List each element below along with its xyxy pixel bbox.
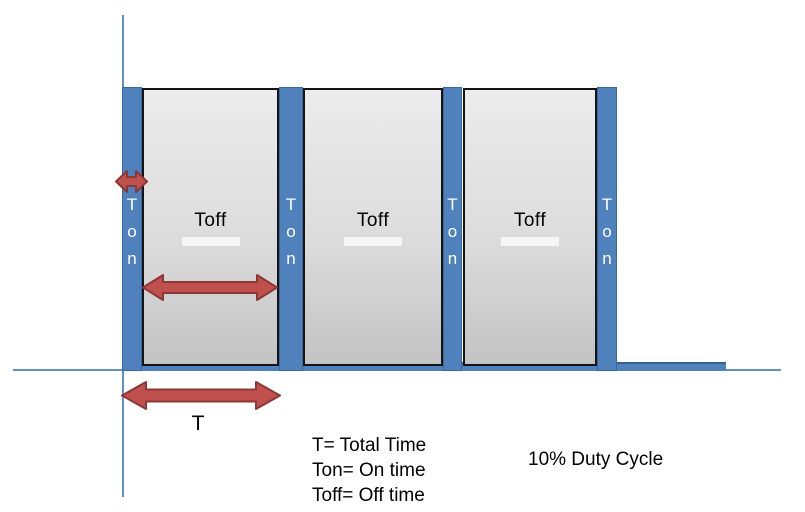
period-label: T — [191, 412, 205, 435]
toff-width-arrow-icon — [142, 274, 278, 301]
toff-label-highlight — [344, 237, 402, 246]
ton-label: T o n — [447, 195, 458, 268]
ton-label: T o n — [601, 195, 613, 268]
toff-box-3: Toff — [463, 88, 597, 366]
toff-label-highlight — [181, 237, 240, 246]
duty-cycle-label: 10% Duty Cycle — [528, 449, 664, 470]
ton-bar-2: T o n — [279, 87, 303, 371]
toff-label-highlight — [501, 237, 559, 246]
legend: T= Total Time Ton= On time Toff= Off tim… — [312, 433, 426, 508]
toff-label: Toff — [356, 210, 390, 231]
ton-bar-3: T o n — [443, 87, 462, 371]
toff-box-1: Toff — [142, 88, 279, 366]
period-width-arrow-icon — [121, 381, 281, 410]
ton-bar-1: T o n — [122, 87, 142, 371]
legend-line-total-time: T= Total Time — [312, 435, 427, 456]
ton-bar-4: T o n — [597, 87, 617, 371]
toff-box-2: Toff — [303, 88, 443, 366]
legend-line-on-time: Ton= On time — [312, 460, 426, 481]
legend-line-off-time: Toff= Off time — [312, 485, 425, 506]
ton-width-arrow-icon — [115, 170, 148, 193]
toff-label: Toff — [194, 210, 227, 231]
ton-label: T o n — [285, 195, 297, 268]
ton-label: T o n — [126, 195, 138, 268]
toff-label: Toff — [513, 210, 547, 231]
